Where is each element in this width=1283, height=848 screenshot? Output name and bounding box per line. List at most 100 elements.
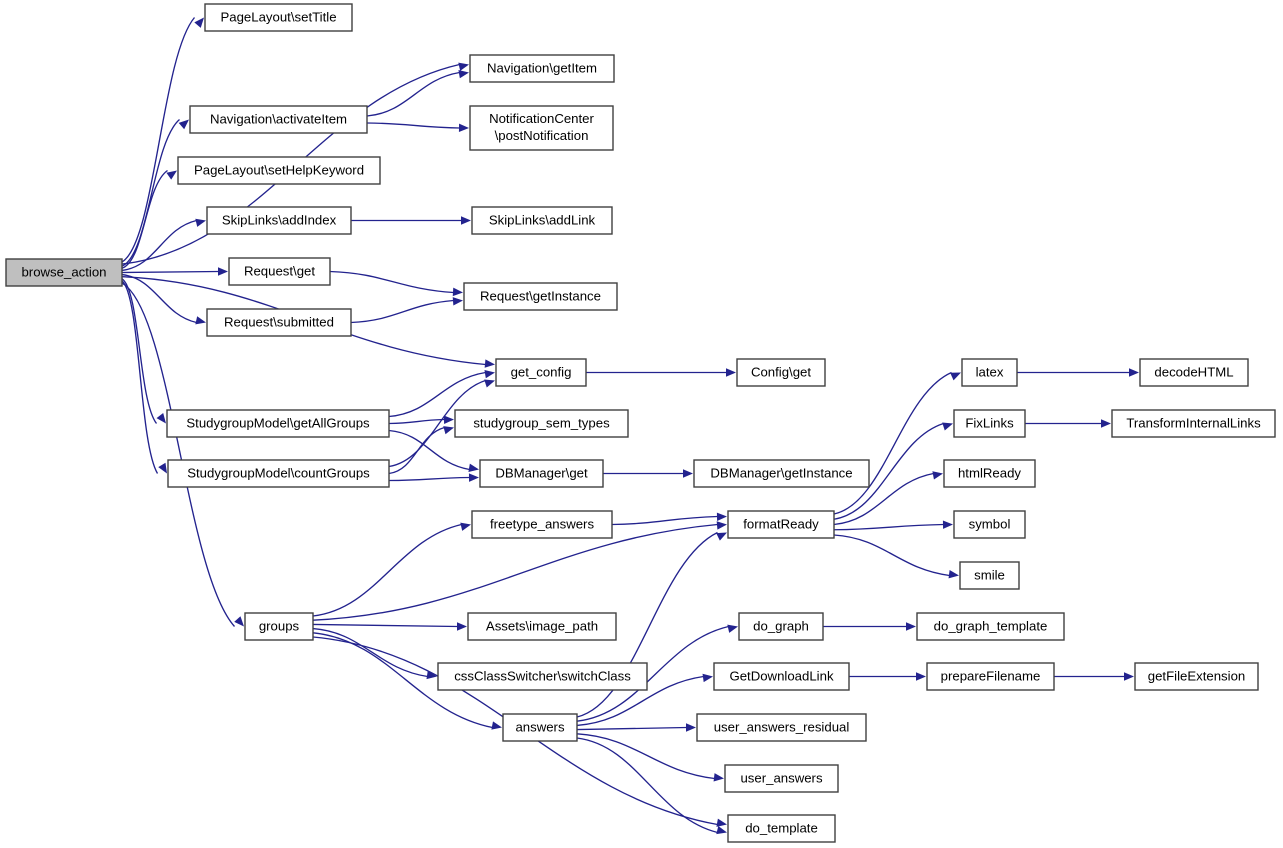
- node-box[interactable]: [204, 3, 353, 32]
- call-edge: [121, 282, 236, 627]
- graph-node-setHelpKeyword[interactable]: PageLayout\setHelpKeyword: [177, 156, 381, 185]
- graph-node-activateItem[interactable]: Navigation\activateItem: [189, 105, 368, 134]
- graph-node-getItem[interactable]: Navigation\getItem: [469, 54, 615, 83]
- node-box[interactable]: [953, 510, 1026, 539]
- edge-arrowhead: [716, 818, 727, 827]
- graph-node-answers[interactable]: answers: [502, 713, 578, 742]
- node-box[interactable]: [1111, 409, 1276, 438]
- node-label: do_graph: [753, 618, 809, 633]
- node-box[interactable]: [959, 561, 1020, 590]
- node-box[interactable]: [953, 409, 1026, 438]
- graph-node-formatReady[interactable]: formatReady: [727, 510, 835, 539]
- graph-node-countGroups[interactable]: StudygroupModel\countGroups: [167, 459, 390, 488]
- node-box[interactable]: [244, 612, 314, 641]
- node-box[interactable]: [724, 764, 839, 793]
- node-box[interactable]: [713, 662, 850, 691]
- graph-node-postNotification[interactable]: NotificationCenter\postNotification: [469, 105, 614, 151]
- graph-node-image_path[interactable]: Assets\image_path: [467, 612, 617, 641]
- node-box[interactable]: [1134, 662, 1259, 691]
- node-box[interactable]: [471, 510, 613, 539]
- graph-node-dbGet[interactable]: DBManager\get: [479, 459, 604, 488]
- node-box[interactable]: [189, 105, 368, 134]
- node-box[interactable]: [943, 459, 1036, 488]
- node-box[interactable]: [916, 612, 1065, 641]
- graph-node-configGet[interactable]: Config\get: [736, 358, 826, 387]
- graph-node-do_graph_template[interactable]: do_graph_template: [916, 612, 1065, 641]
- edge-arrowhead: [948, 570, 959, 579]
- node-box[interactable]: [469, 105, 614, 151]
- node-box[interactable]: [736, 358, 826, 387]
- graph-node-browse_action[interactable]: browse_action: [5, 258, 123, 287]
- node-box[interactable]: [469, 54, 615, 83]
- graph-node-latex[interactable]: latex: [961, 358, 1018, 387]
- node-box[interactable]: [166, 409, 390, 438]
- edge-arrowhead: [195, 218, 206, 227]
- graph-node-addIndex[interactable]: SkipLinks\addIndex: [206, 206, 352, 235]
- graph-node-FixLinks[interactable]: FixLinks: [953, 409, 1026, 438]
- edge-arrowhead: [702, 673, 713, 683]
- node-box[interactable]: [696, 713, 867, 742]
- edge-arrowhead: [1129, 368, 1139, 377]
- graph-node-smile[interactable]: smile: [959, 561, 1020, 590]
- graph-node-dbGetInstance[interactable]: DBManager\getInstance: [693, 459, 870, 488]
- call-edge: [388, 429, 470, 471]
- node-box[interactable]: [454, 409, 629, 438]
- graph-node-groups[interactable]: groups: [244, 612, 314, 641]
- node-box[interactable]: [471, 206, 613, 235]
- node-box[interactable]: [5, 258, 123, 287]
- node-box[interactable]: [167, 459, 390, 488]
- graph-node-do_graph[interactable]: do_graph: [738, 612, 824, 641]
- graph-node-getFileExtension[interactable]: getFileExtension: [1134, 662, 1259, 691]
- node-box[interactable]: [228, 257, 331, 286]
- graph-node-getAllGroups[interactable]: StudygroupModel\getAllGroups: [166, 409, 390, 438]
- graph-node-setTitle[interactable]: PageLayout\setTitle: [204, 3, 353, 32]
- edge-arrowhead: [194, 17, 204, 28]
- call-edge: [350, 299, 454, 324]
- call-edge: [388, 418, 445, 425]
- edge-arrowhead: [458, 123, 469, 133]
- graph-node-user_answers[interactable]: user_answers: [724, 764, 839, 793]
- graph-node-submitted[interactable]: Request\submitted: [206, 308, 352, 337]
- node-box[interactable]: [467, 612, 617, 641]
- node-box[interactable]: [926, 662, 1055, 691]
- edge-arrowhead: [195, 316, 206, 325]
- node-box[interactable]: [961, 358, 1018, 387]
- call-edge: [611, 515, 718, 526]
- graph-node-sem_types[interactable]: studygroup_sem_types: [454, 409, 629, 438]
- node-box[interactable]: [727, 510, 835, 539]
- call-edge: [121, 280, 159, 474]
- graph-node-freetype_answers[interactable]: freetype_answers: [471, 510, 613, 539]
- node-box[interactable]: [727, 814, 836, 843]
- edge-arrowhead: [443, 415, 454, 424]
- graph-node-switchClass[interactable]: cssClassSwitcher\switchClass: [437, 662, 648, 691]
- graph-node-symbol[interactable]: symbol: [953, 510, 1026, 539]
- graph-node-htmlReady[interactable]: htmlReady: [943, 459, 1036, 488]
- graph-node-decodeHTML[interactable]: decodeHTML: [1139, 358, 1249, 387]
- node-box[interactable]: [1139, 358, 1249, 387]
- node-box[interactable]: [495, 358, 587, 387]
- node-box[interactable]: [693, 459, 870, 488]
- node-box[interactable]: [502, 713, 578, 742]
- node-label: htmlReady: [958, 465, 1021, 480]
- node-box[interactable]: [479, 459, 604, 488]
- node-label: PageLayout\setHelpKeyword: [194, 162, 364, 177]
- node-box[interactable]: [437, 662, 648, 691]
- edge-arrowhead: [726, 368, 736, 377]
- graph-node-get_config[interactable]: get_config: [495, 358, 587, 387]
- graph-node-GetDownloadLink[interactable]: GetDownloadLink: [713, 662, 850, 691]
- call-edge: [366, 122, 460, 129]
- graph-node-addLink[interactable]: SkipLinks\addLink: [471, 206, 613, 235]
- graph-node-user_answers_residual[interactable]: user_answers_residual: [696, 713, 867, 742]
- node-box[interactable]: [738, 612, 824, 641]
- node-box[interactable]: [206, 308, 352, 337]
- graph-node-requestGet[interactable]: Request\get: [228, 257, 331, 286]
- graph-node-do_template[interactable]: do_template: [727, 814, 836, 843]
- node-box[interactable]: [177, 156, 381, 185]
- graph-node-getInstance[interactable]: Request\getInstance: [463, 282, 618, 311]
- graph-node-prepareFilename[interactable]: prepareFilename: [926, 662, 1055, 691]
- edge-arrowhead: [932, 471, 943, 480]
- call-edge: [312, 523, 462, 617]
- node-box[interactable]: [463, 282, 618, 311]
- node-box[interactable]: [206, 206, 352, 235]
- graph-node-TransformInternalLinks[interactable]: TransformInternalLinks: [1111, 409, 1276, 438]
